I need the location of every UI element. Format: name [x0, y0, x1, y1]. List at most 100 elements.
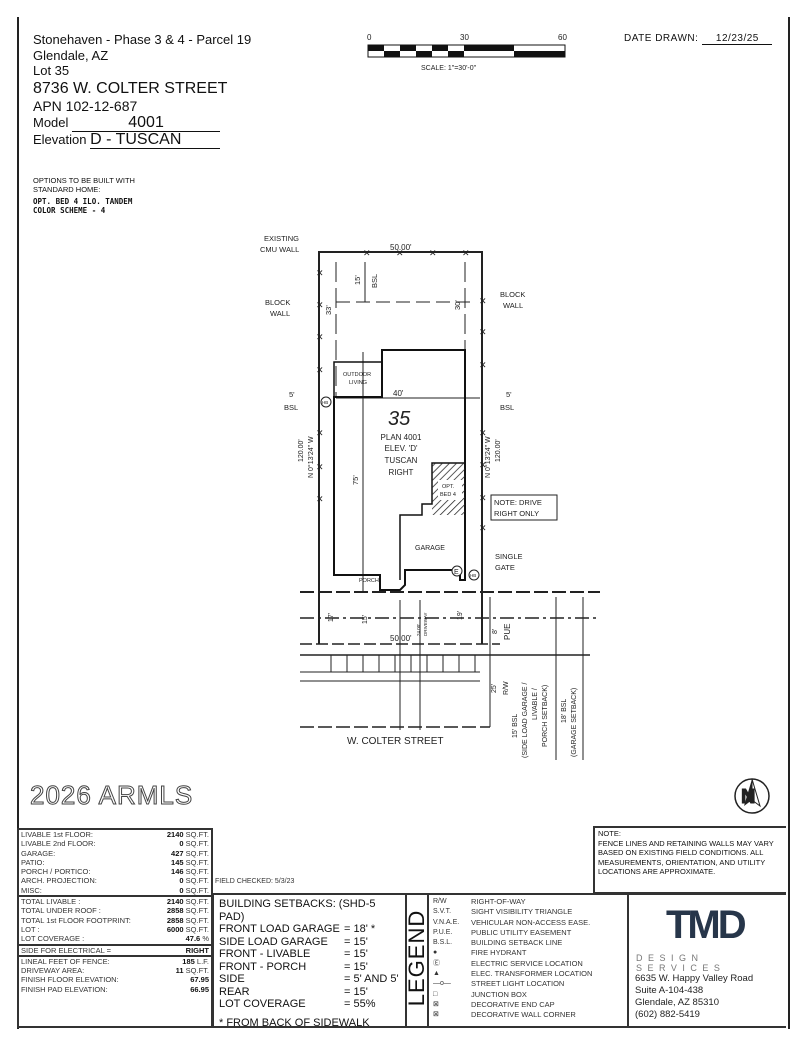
- table-row: DRIVEWAY AREA:11 SQ.FT.: [19, 966, 211, 975]
- table-row: SIDE FOR ELECTRICAL = RIGHT: [19, 946, 211, 955]
- legend-item: ⊠DECORATIVE END CAP: [433, 999, 555, 1009]
- row-value: 185 L.F.: [182, 956, 209, 966]
- row-label: TOTAL LIVABLE :: [21, 897, 81, 907]
- row-label: FINISH FLOOR ELEVATION:: [21, 975, 119, 985]
- svg-text:✕: ✕: [363, 248, 371, 258]
- address: 8736 W. COLTER STREET: [33, 79, 228, 97]
- block-wall-label: WALL: [503, 301, 523, 310]
- svg-text:✕: ✕: [479, 523, 487, 533]
- company-block: TMD DESIGN SERVICES 6635 W. Happy Valley…: [627, 893, 786, 1028]
- row-label: SIDE FOR ELECTRICAL =: [21, 945, 111, 955]
- table-row: PORCH / PORTICO: 146 SQ.FT.: [19, 867, 211, 876]
- wall-markers: ✕✕✕✕✕✕✕ ✕✕✕✕✕✕✕ ✕✕✕✕: [316, 248, 487, 533]
- plan-text: RIGHT: [389, 468, 414, 477]
- row-label: ARCH. PROJECTION:: [21, 876, 97, 886]
- scale-tick: 60: [558, 33, 567, 42]
- elevation-value: D - TUSCAN: [90, 131, 221, 149]
- svg-text:✕: ✕: [479, 428, 487, 438]
- plan-labels: EXISTING CMU WALL BLOCK WALL BLOCK WALL …: [260, 234, 578, 758]
- side-length-dim: 120.00': [298, 439, 305, 462]
- area-summary-table: LIVABLE 1st FLOOR:2140 SQ.FT.LIVABLE 2nd…: [17, 828, 213, 1028]
- sidewalk: [330, 655, 476, 672]
- porch-label: PORCH: [359, 578, 379, 584]
- row-label: LIVABLE 1st FLOOR:: [21, 830, 93, 839]
- drive-note: NOTE: DRIVE: [494, 498, 542, 507]
- plan-text: TUSCAN: [385, 456, 418, 465]
- bsl-15-label: PORCH SETBACK): [542, 685, 549, 747]
- table-row: LIVABLE 1st FLOOR:2140 SQ.FT.: [19, 830, 211, 839]
- row-value: 11 SQ.FT.: [175, 966, 209, 976]
- date-label: DATE DRAWN:: [624, 33, 699, 44]
- bsl-15-label: LIVABLE /: [532, 688, 539, 720]
- single-gate-label: SINGLE: [495, 552, 523, 561]
- row-value: 146 SQ.FT.: [171, 867, 209, 877]
- option-item: COLOR SCHEME - 4: [33, 206, 106, 215]
- row-value: 427 SQ.FT.: [171, 848, 209, 858]
- apn: APN 102-12-687: [33, 97, 138, 114]
- svg-text:✕: ✕: [316, 494, 324, 504]
- rw-dim: 25': [491, 684, 498, 693]
- opt-bed-label: BED 4: [440, 492, 456, 498]
- pue-label: PUE: [503, 624, 512, 640]
- row-label: MISC:: [21, 885, 42, 895]
- legend-item: V.N.A.E.VEHICULAR NON-ACCESS EASE.: [433, 917, 591, 927]
- svg-text:✕: ✕: [316, 268, 324, 278]
- legend-item: ⊠DECORATIVE WALL CORNER: [433, 1010, 576, 1020]
- electric-service-icon: E: [454, 569, 459, 576]
- row-value: 47.6 %: [185, 934, 209, 944]
- scale-tick: 0: [367, 33, 372, 42]
- watermark: 2026 ARMLS: [29, 780, 194, 811]
- setback-row: FRONT LOAD GARAGE= 18' *: [219, 923, 376, 935]
- row-label: FINISH PAD ELEVATION:: [21, 984, 108, 994]
- row-label: GARAGE:: [21, 848, 56, 858]
- legend-item: B.S.L.BUILDING SETBACK LINE: [433, 938, 563, 948]
- outdoor-living-label: LIVING: [349, 380, 367, 386]
- subdivision: Stonehaven - Phase 3 & 4 - Parcel 19: [33, 32, 252, 47]
- note-text: FENCE LINES AND RETAINING WALLS MAY VARY…: [598, 838, 774, 877]
- table-row: PATIO:145 SQ.FT.: [19, 858, 211, 867]
- date-value: 12/23/25: [702, 33, 773, 45]
- lot-number: 35: [388, 408, 411, 430]
- svg-text:✕: ✕: [316, 332, 324, 342]
- table-row: LOT COVERAGE :47.6 %: [19, 934, 211, 943]
- svg-text:✕: ✕: [316, 462, 324, 472]
- svg-text:✕: ✕: [462, 248, 470, 258]
- row-value: RIGHT: [185, 945, 209, 955]
- svg-text:✕: ✕: [479, 296, 487, 306]
- date-drawn: DATE DRAWN:12/23/25: [624, 33, 773, 45]
- table-row: TOTAL 1st FLOOR FOOTPRINT:2858 SQ.FT.: [19, 916, 211, 925]
- table-row: FINISH PAD ELEVATION: 66.95: [19, 985, 211, 994]
- options-heading: STANDARD HOME:: [33, 185, 101, 194]
- plan-text: PLAN 4001: [381, 433, 422, 442]
- table-row: TOTAL LIVABLE : 2140 SQ.FT.: [19, 897, 211, 906]
- svg-text:✕: ✕: [479, 360, 487, 370]
- row-value: 0 SQ.FT.: [179, 839, 209, 849]
- row-value: 67.95: [190, 975, 209, 985]
- table-row: FINISH FLOOR ELEVATION: 67.95: [19, 975, 211, 984]
- svg-text:✕: ✕: [429, 248, 437, 258]
- garage-label: GARAGE: [415, 545, 445, 552]
- model-value: 4001: [72, 114, 221, 132]
- sheet-border: [17, 17, 790, 1029]
- north-arrow-icon: N: [734, 778, 770, 814]
- row-value: 66.95: [190, 984, 209, 994]
- dim-17: 17': [328, 613, 335, 622]
- row-value: 0 SQ.FT.: [179, 885, 209, 895]
- rw-label: R/W: [503, 681, 510, 695]
- row-label: TOTAL UNDER ROOF :: [21, 906, 101, 916]
- row-label: PORCH / PORTICO:: [21, 867, 91, 877]
- bsl-label: BSL: [370, 274, 379, 288]
- row-value: 6000 SQ.FT.: [166, 924, 209, 934]
- row-label: PATIO:: [21, 857, 45, 867]
- row-label: LIVABLE 2nd FLOOR:: [21, 839, 96, 849]
- table-row: ARCH. PROJECTION:0 SQ.FT.: [19, 876, 211, 885]
- dim-15: 15': [362, 615, 369, 624]
- width-40-dim: 40': [393, 389, 404, 398]
- lot-boundary: [300, 251, 600, 760]
- single-gate-label: GATE: [495, 563, 515, 572]
- row-value: 2140 SQ.FT.: [166, 897, 209, 907]
- setbacks-footnote: * FROM BACK OF SIDEWALK: [219, 1016, 370, 1029]
- bsl-15-label: (SIDE LOAD GARAGE /: [522, 682, 529, 758]
- svg-text:✕: ✕: [316, 365, 324, 375]
